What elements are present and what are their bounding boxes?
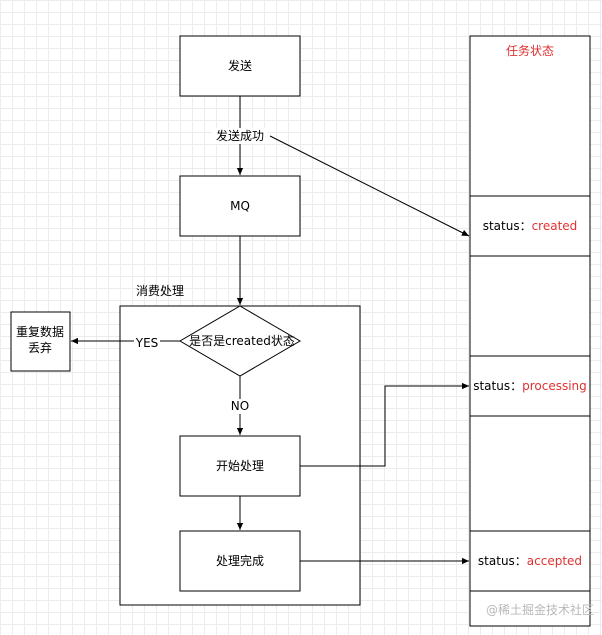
status-processing-row: status：processing (473, 379, 587, 393)
edge-to-processing-status (300, 382, 469, 467)
edge-send-success-label: 发送成功 (216, 128, 264, 143)
start-process-node-label: 开始处理 (216, 459, 264, 473)
status-created-row: status：created (483, 219, 578, 233)
consume-group-label: 消费处理 (136, 284, 184, 298)
edge-yes-label: YES (135, 336, 159, 350)
edge-to-created-status (269, 135, 470, 237)
decision-node-label: 是否是created状态 (189, 334, 295, 348)
edge-no-label: NO (231, 399, 249, 413)
edge-label-bg (134, 336, 160, 350)
discard-node-label-line1: 重复数据 (16, 324, 64, 339)
task-status-column: 任务状态 status：created status：processing st… (469, 35, 591, 627)
mq-node (179, 175, 301, 237)
send-node (179, 35, 301, 97)
send-node-label: 发送 (228, 58, 252, 73)
status-accepted-row: status：accepted (478, 554, 582, 568)
watermark: @稀土掘金技术社区 (486, 602, 594, 617)
process-done-node-label: 处理完成 (216, 553, 264, 568)
discard-node (10, 311, 71, 372)
task-status-title: 任务状态 (506, 43, 554, 58)
task-status-frame (469, 35, 591, 627)
edge-label-bg (229, 399, 251, 414)
mq-node-label: MQ (230, 199, 250, 213)
discard-node-label-line2: 丢弃 (28, 340, 52, 355)
edge-label-bg (212, 128, 268, 144)
start-process-node (179, 435, 301, 497)
